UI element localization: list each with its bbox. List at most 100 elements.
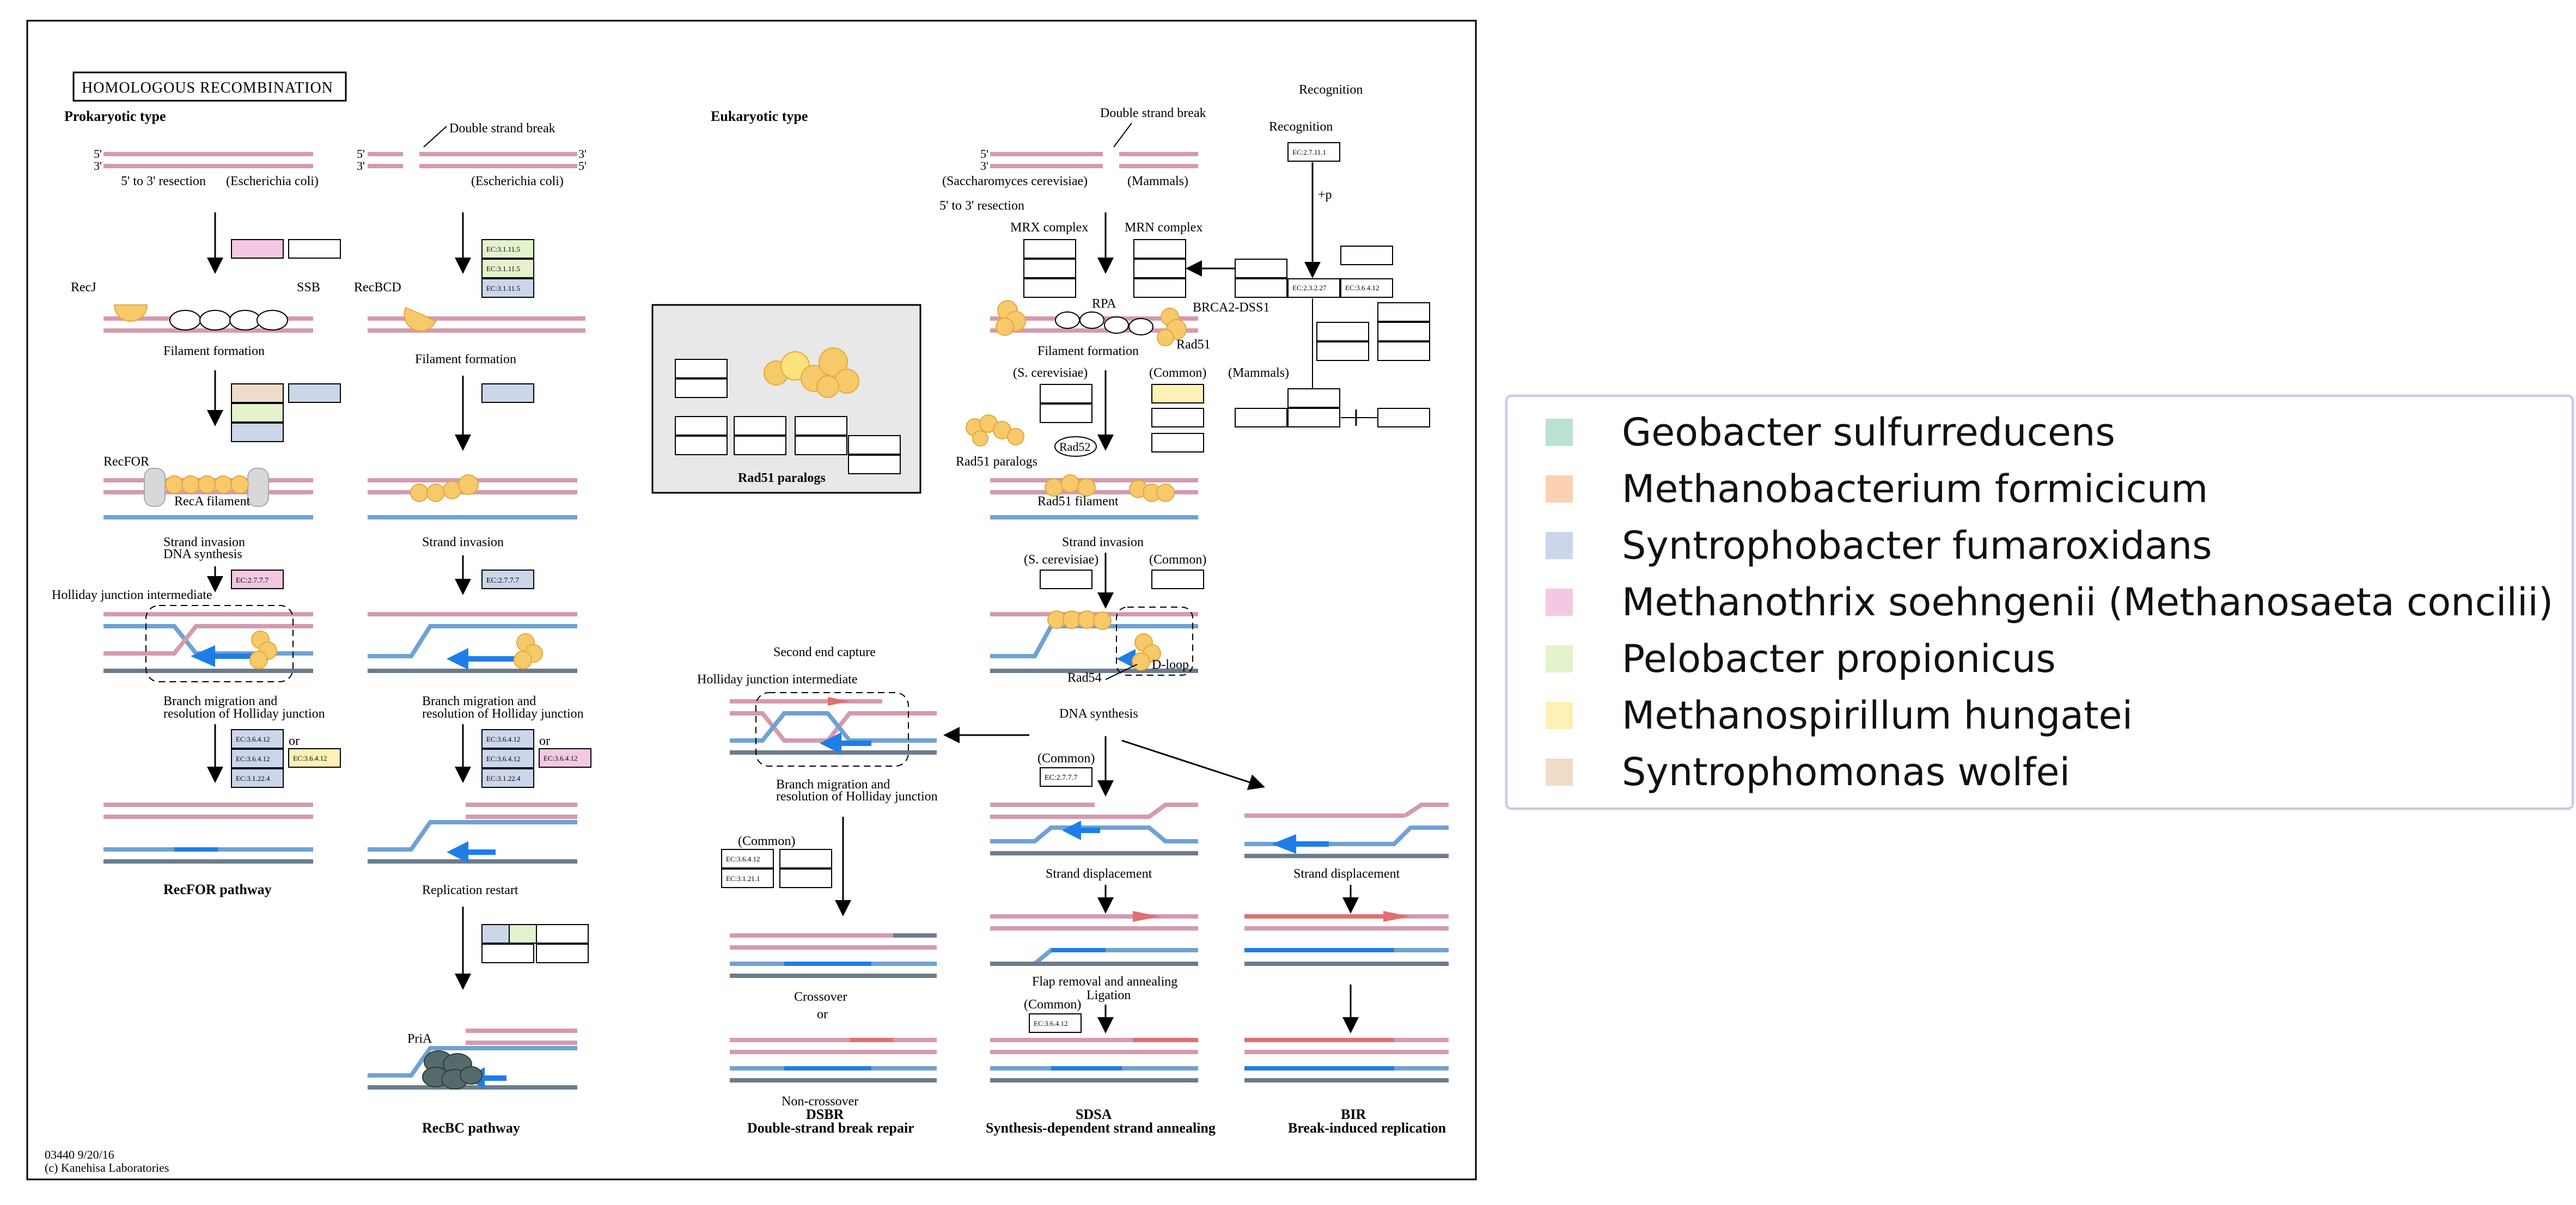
gene-box[interactable] [734,436,786,455]
gene-box[interactable] [1151,570,1204,589]
gene-box[interactable] [1287,142,1340,162]
rpa-protein[interactable] [1079,311,1104,329]
rpa-protein[interactable] [1104,316,1129,334]
gene-box[interactable] [1235,278,1287,298]
gene-box[interactable] [1133,278,1186,298]
recj-protein[interactable] [113,304,148,322]
mrx-proteins[interactable] [996,300,1026,336]
gene-box[interactable] [675,359,728,378]
ssb-protein[interactable] [199,310,231,331]
rad51-paralogs-proteins[interactable] [764,347,859,398]
gene-box[interactable] [675,436,728,455]
gene-box[interactable] [1040,384,1092,403]
gene-box[interactable] [675,416,728,436]
recfor-protein[interactable] [144,468,166,507]
gene-box[interactable] [1377,408,1430,427]
gene-box[interactable] [675,378,728,398]
gene-box[interactable] [231,423,284,442]
rad54-proteins[interactable] [1132,633,1161,671]
gene-box[interactable] [1377,302,1430,322]
gene-box[interactable] [795,436,847,455]
gene-box[interactable] [1023,278,1076,298]
gene-box[interactable] [1151,408,1204,427]
gene-box[interactable] [1316,341,1369,361]
gene-box[interactable] [231,749,284,768]
gene-box[interactable] [779,849,832,868]
rpa-protein[interactable] [1055,311,1080,329]
gene-box[interactable] [1287,388,1340,408]
gene-box[interactable] [231,383,284,403]
gene-box[interactable] [481,729,534,749]
gene-box[interactable] [288,239,341,259]
recbcd-protein[interactable] [404,307,437,332]
gene-box[interactable] [848,455,901,474]
gene-box[interactable] [1235,259,1287,278]
gene-box[interactable] [231,239,284,259]
gene-box[interactable] [1316,322,1369,341]
legend-item: Methanothrix soehngenii (Methanosaeta co… [1546,578,2553,627]
gene-box[interactable] [779,868,832,888]
gene-box[interactable] [1287,278,1340,298]
gene-box[interactable] [1377,322,1430,341]
ssb-protein[interactable] [229,310,261,331]
gene-box[interactable] [539,748,591,768]
strand-5p-label: 5' [357,147,365,161]
gene-box[interactable] [481,239,534,259]
gene-box[interactable] [1040,570,1092,589]
gene-box[interactable] [231,729,284,749]
gene-box[interactable] [481,944,534,963]
rad51-paralogs-proteins[interactable] [966,414,1024,446]
gene-box[interactable] [481,278,534,298]
rad51-filament-proteins[interactable] [1045,474,1175,502]
gene-box[interactable] [721,868,774,888]
brca2-proteins[interactable] [1157,308,1187,346]
gene-box[interactable] [231,768,284,788]
reca-filament[interactable] [410,474,479,502]
gene-box[interactable] [1287,408,1340,427]
gene-box[interactable] [481,924,510,944]
gene-box[interactable] [536,944,589,963]
gene-box[interactable] [481,259,534,278]
gene-box[interactable] [721,849,774,868]
gene-box[interactable] [1340,246,1393,265]
recfor-protein[interactable] [247,468,269,507]
gene-box[interactable] [231,570,284,589]
gene-box[interactable] [481,749,534,768]
rad51-filament-proteins[interactable] [1047,610,1112,630]
gene-box[interactable] [1133,259,1186,278]
gene-box[interactable] [1377,341,1430,361]
gene-box[interactable] [1040,767,1092,787]
gene-box[interactable] [481,570,534,589]
ruvab-protein[interactable] [249,631,277,669]
rad52-protein[interactable] [1054,436,1097,457]
gene-box[interactable] [734,416,786,436]
pria-protein[interactable] [422,1050,483,1090]
gene-box[interactable] [288,383,341,403]
gene-box[interactable] [509,924,537,944]
gene-box[interactable] [1235,408,1287,427]
gene-box[interactable] [481,768,534,788]
ruvab-protein[interactable] [514,633,543,669]
gene-box[interactable] [1023,259,1076,278]
gene-box[interactable] [795,416,847,436]
ssb-protein[interactable] [257,310,288,331]
legend-item: Geobacter sulfurreducens [1546,408,2115,457]
reca-filament[interactable] [165,475,249,494]
gene-box[interactable] [1133,239,1186,259]
ssb-protein[interactable] [169,310,201,331]
gene-box[interactable] [231,403,284,423]
gene-box[interactable] [848,435,901,455]
rpa-protein[interactable] [1128,318,1153,335]
ecoli-label: (Escherichia coli) [226,174,319,188]
gene-box[interactable] [1023,239,1076,259]
ec-label: EC:2.3.2.27 [1292,284,1327,292]
filament-formation-label: Filament formation [163,344,265,358]
gene-box[interactable] [1040,403,1092,423]
gene-box[interactable] [288,748,341,768]
gene-box[interactable] [536,924,589,944]
gene-box[interactable] [1340,278,1393,298]
gene-box[interactable] [1151,384,1204,403]
gene-box[interactable] [481,383,534,403]
gene-box[interactable] [1029,1013,1082,1033]
gene-box[interactable] [1151,433,1204,452]
